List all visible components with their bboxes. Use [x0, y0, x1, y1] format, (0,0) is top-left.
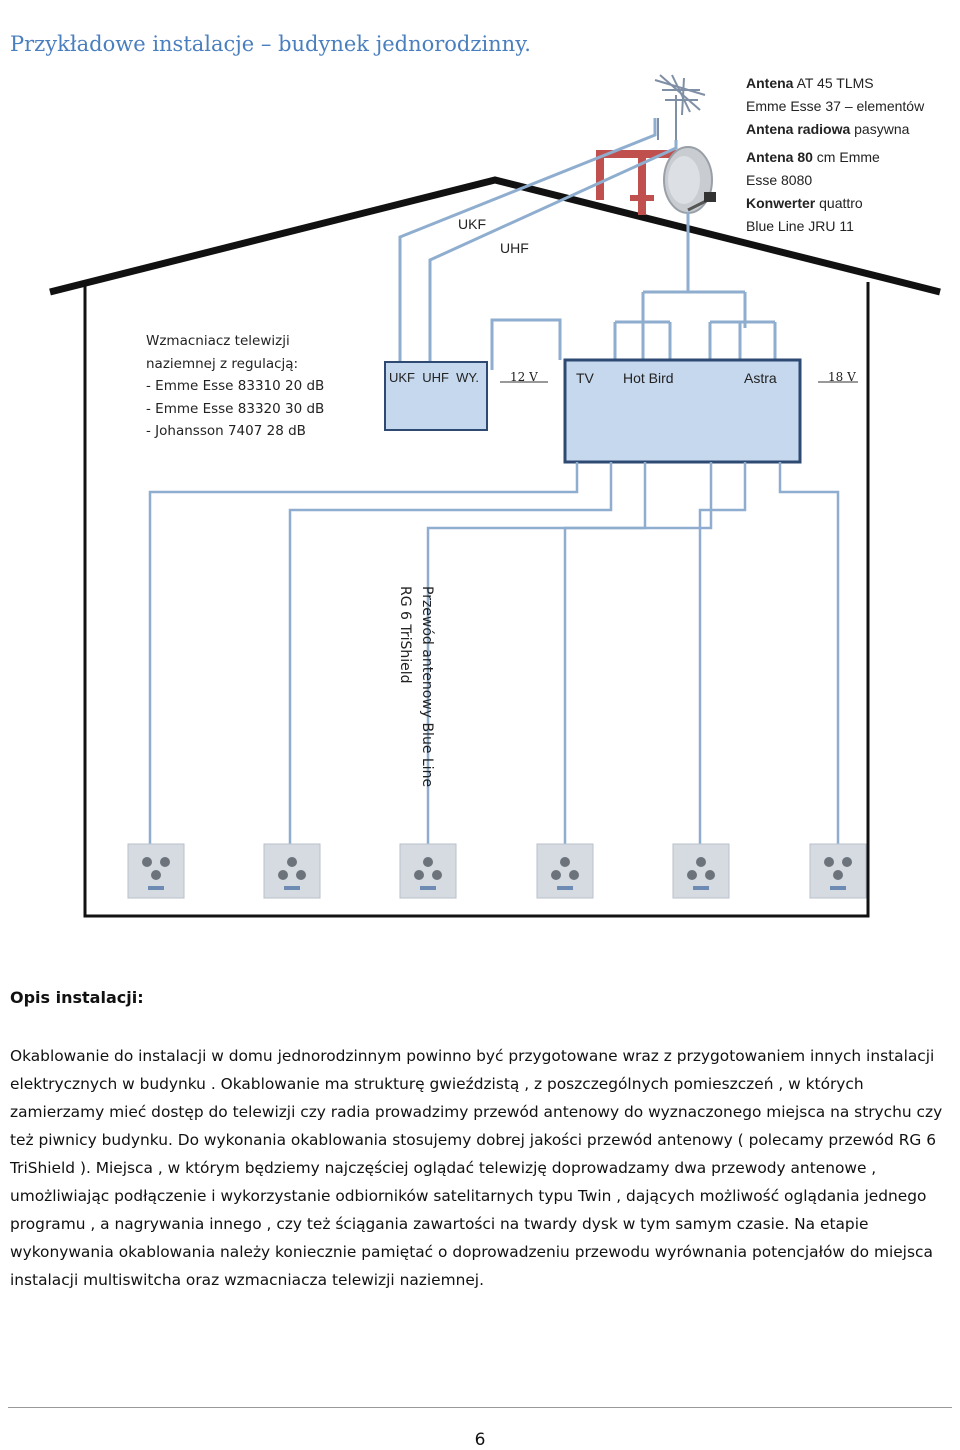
cable-label: Przewód antenowy Blue Line RG 6 TriShiel…	[397, 586, 435, 788]
satellite-dish-icon	[663, 146, 716, 214]
antenna-notes: Antena AT 45 TLMS Emme Esse 37 – element…	[746, 75, 925, 234]
outlet-cables	[148, 462, 840, 845]
wall-outlets	[127, 843, 867, 899]
multiswitch-astra-label: Astra	[744, 370, 777, 386]
description-text: Okablowanie do instalacji w domu jednoro…	[10, 1047, 943, 1289]
amplifier-box	[384, 361, 488, 431]
page-number: 6	[474, 1430, 486, 1450]
multiswitch-hotbird-label: Hot Bird	[623, 370, 674, 386]
description-heading: Opis instalacji:	[10, 988, 144, 1007]
volt-12-label: 12 V	[510, 370, 538, 384]
amp-input-labels: UKF UHF WY.	[389, 370, 479, 385]
multiswitch-box	[563, 358, 802, 464]
ukf-label: UKF	[458, 216, 486, 232]
uhf-label: UHF	[500, 240, 529, 256]
antenna-mast	[596, 150, 680, 215]
house-outline	[49, 176, 941, 918]
wall-outlet	[536, 843, 594, 899]
wall-outlet	[399, 843, 457, 899]
wall-outlet	[809, 843, 867, 899]
footer-divider	[8, 1407, 952, 1408]
page-title: Przykładowe instalacje – budynek jednoro…	[10, 32, 531, 56]
volt-18-label: 18 V	[828, 370, 856, 384]
installation-diagram: UKF UHF UKF UHF WY. 12 V 18 V TV Hot Bir…	[49, 74, 941, 918]
amplifier-description: Wzmacniacz telewizji naziemnej z regulac…	[146, 333, 325, 439]
wall-outlet	[672, 843, 730, 899]
multiswitch-tv-label: TV	[576, 370, 595, 386]
wall-outlet	[127, 843, 185, 899]
antenna-wires	[398, 118, 777, 370]
wall-outlet	[263, 843, 321, 899]
terrestrial-antenna-icon	[654, 74, 706, 140]
